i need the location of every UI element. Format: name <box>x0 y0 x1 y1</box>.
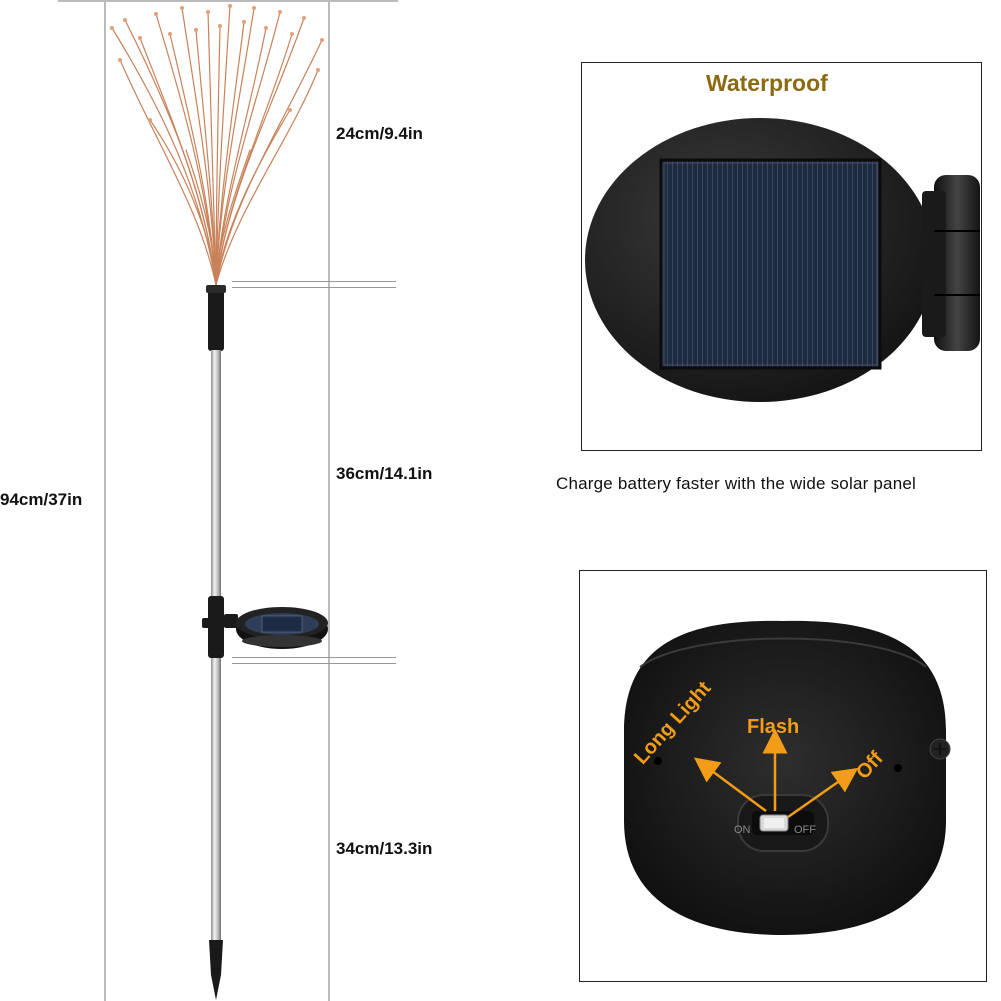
arrow-long-light <box>693 757 767 813</box>
mode-label-flash: Flash <box>747 716 800 738</box>
solar-panel-closeup <box>585 118 980 402</box>
top-connector <box>208 285 224 351</box>
waterproof-title: Waterproof <box>706 70 828 96</box>
dimension-top-label: 24cm/9.4in <box>336 124 423 143</box>
top-guide-line <box>58 0 398 2</box>
dimension-total-label: 94cm/37in <box>0 490 83 509</box>
bottom-housing <box>624 620 946 935</box>
mini-solar-panel <box>236 607 328 649</box>
right-guide-line <box>328 0 330 1001</box>
dimension-bottom-label: 34cm/13.3in <box>336 839 433 858</box>
left-guide-line <box>104 0 106 1001</box>
lower-pole <box>211 658 221 940</box>
dimension-middle-label: 36cm/14.1in <box>336 464 433 483</box>
separator-solar <box>232 657 396 664</box>
product-height-diagram: 24cm/9.4in 36cm/14.1in 34cm/13.3in 94cm/… <box>0 0 433 1001</box>
solar-panel-box: Waterproof <box>581 62 982 451</box>
solar-panel-caption: Charge battery faster with the wide sola… <box>556 474 916 493</box>
switch-modes-box: ON OFF Flash Long Light Off <box>579 570 987 982</box>
separator-top-wire <box>232 281 396 288</box>
arrow-off <box>787 767 859 819</box>
solar-cell <box>659 158 882 370</box>
wire-led-beads <box>110 4 324 122</box>
copper-wires <box>111 5 323 286</box>
switch-text-on: ON <box>734 824 751 836</box>
switch-text-off: OFF <box>794 824 816 836</box>
ground-spike <box>209 940 223 1000</box>
upper-pole <box>211 350 221 598</box>
switch-closeup <box>624 620 951 935</box>
firework-lamp-illustration <box>110 4 328 1000</box>
